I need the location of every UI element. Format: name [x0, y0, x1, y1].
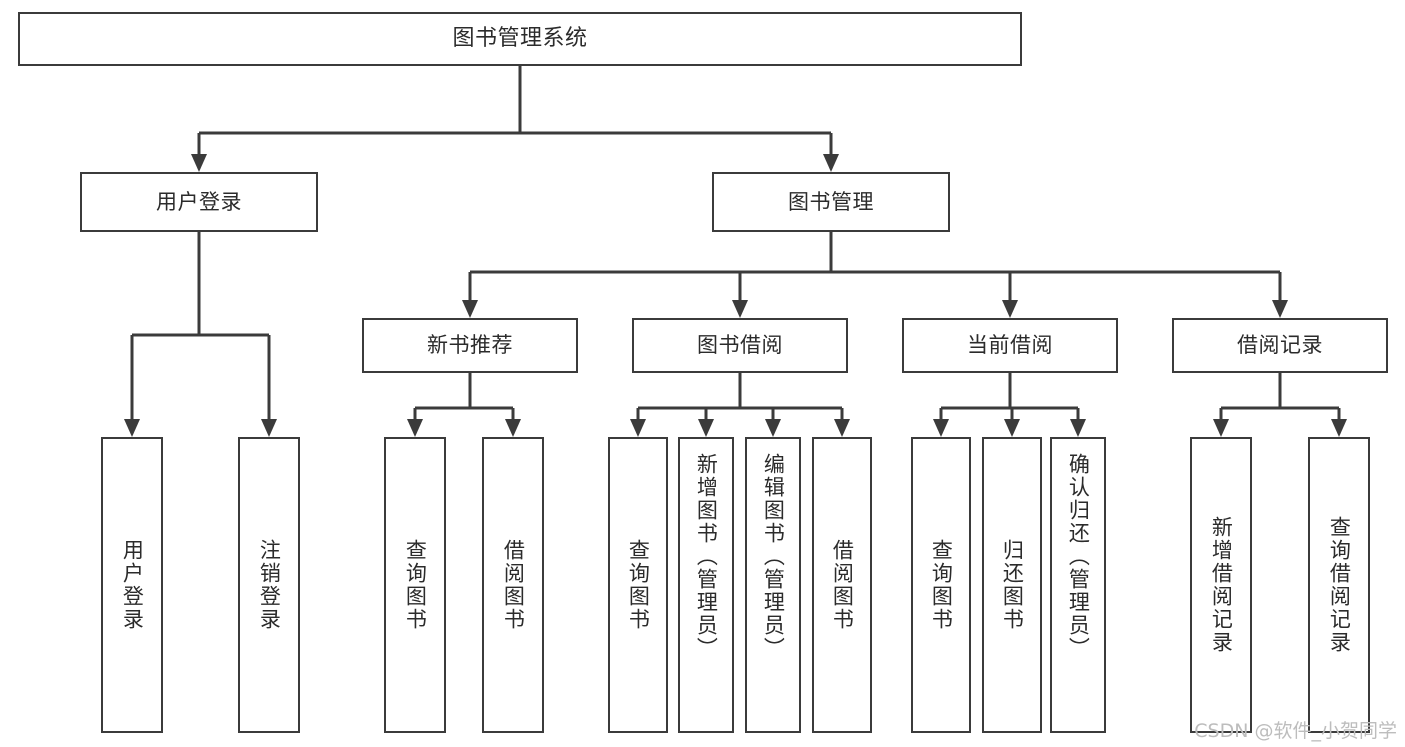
leaf-user-login-label: 用户登录: [120, 539, 145, 631]
node-current-borrow-label: 当前借阅: [967, 333, 1053, 358]
node-root-label: 图书管理系统: [452, 26, 588, 52]
leaf-borrow-book-2-label: 借阅图书: [830, 539, 855, 631]
node-user-login[interactable]: 用户登录: [80, 172, 318, 232]
leaf-query-book-1-label: 查询图书: [403, 539, 428, 631]
leaf-edit-book[interactable]: 编辑图书（管理员）: [745, 437, 801, 733]
leaf-query-book-3[interactable]: 查询图书: [911, 437, 971, 733]
leaf-add-book-label: 新增图书（管理员）: [694, 453, 719, 660]
leaf-query-record[interactable]: 查询借阅记录: [1308, 437, 1370, 733]
node-current-borrow[interactable]: 当前借阅: [902, 318, 1118, 373]
node-new-book-recommend-label: 新书推荐: [427, 333, 513, 358]
node-user-login-label: 用户登录: [156, 189, 242, 214]
leaf-query-book-2[interactable]: 查询图书: [608, 437, 668, 733]
leaf-user-login[interactable]: 用户登录: [101, 437, 163, 733]
node-borrow-record[interactable]: 借阅记录: [1172, 318, 1388, 373]
node-book-manage-label: 图书管理: [788, 189, 874, 214]
leaf-query-book-2-label: 查询图书: [626, 539, 651, 631]
leaf-confirm-return[interactable]: 确认归还（管理员）: [1050, 437, 1106, 733]
leaf-query-book-1[interactable]: 查询图书: [384, 437, 446, 733]
node-new-book-recommend[interactable]: 新书推荐: [362, 318, 578, 373]
leaf-confirm-return-label: 确认归还（管理员）: [1066, 453, 1091, 660]
leaf-edit-book-label: 编辑图书（管理员）: [761, 453, 786, 660]
leaf-query-book-3-label: 查询图书: [929, 539, 954, 631]
csdn-watermark: CSDN @软件_小贺同学: [1194, 720, 1397, 742]
leaf-add-record-label: 新增借阅记录: [1209, 516, 1234, 654]
leaf-user-logout-label: 注销登录: [257, 539, 282, 631]
node-root[interactable]: 图书管理系统: [18, 12, 1022, 66]
leaf-add-book[interactable]: 新增图书（管理员）: [678, 437, 734, 733]
leaf-user-logout[interactable]: 注销登录: [238, 437, 300, 733]
leaf-add-record[interactable]: 新增借阅记录: [1190, 437, 1252, 733]
leaf-return-book-label: 归还图书: [1000, 539, 1025, 631]
node-book-manage[interactable]: 图书管理: [712, 172, 950, 232]
node-book-borrow-label: 图书借阅: [697, 333, 783, 358]
leaf-return-book[interactable]: 归还图书: [982, 437, 1042, 733]
node-borrow-record-label: 借阅记录: [1237, 333, 1323, 358]
leaf-borrow-book-2[interactable]: 借阅图书: [812, 437, 872, 733]
leaf-borrow-book-1-label: 借阅图书: [501, 539, 526, 631]
leaf-query-record-label: 查询借阅记录: [1327, 516, 1352, 654]
leaf-borrow-book-1[interactable]: 借阅图书: [482, 437, 544, 733]
node-book-borrow[interactable]: 图书借阅: [632, 318, 848, 373]
